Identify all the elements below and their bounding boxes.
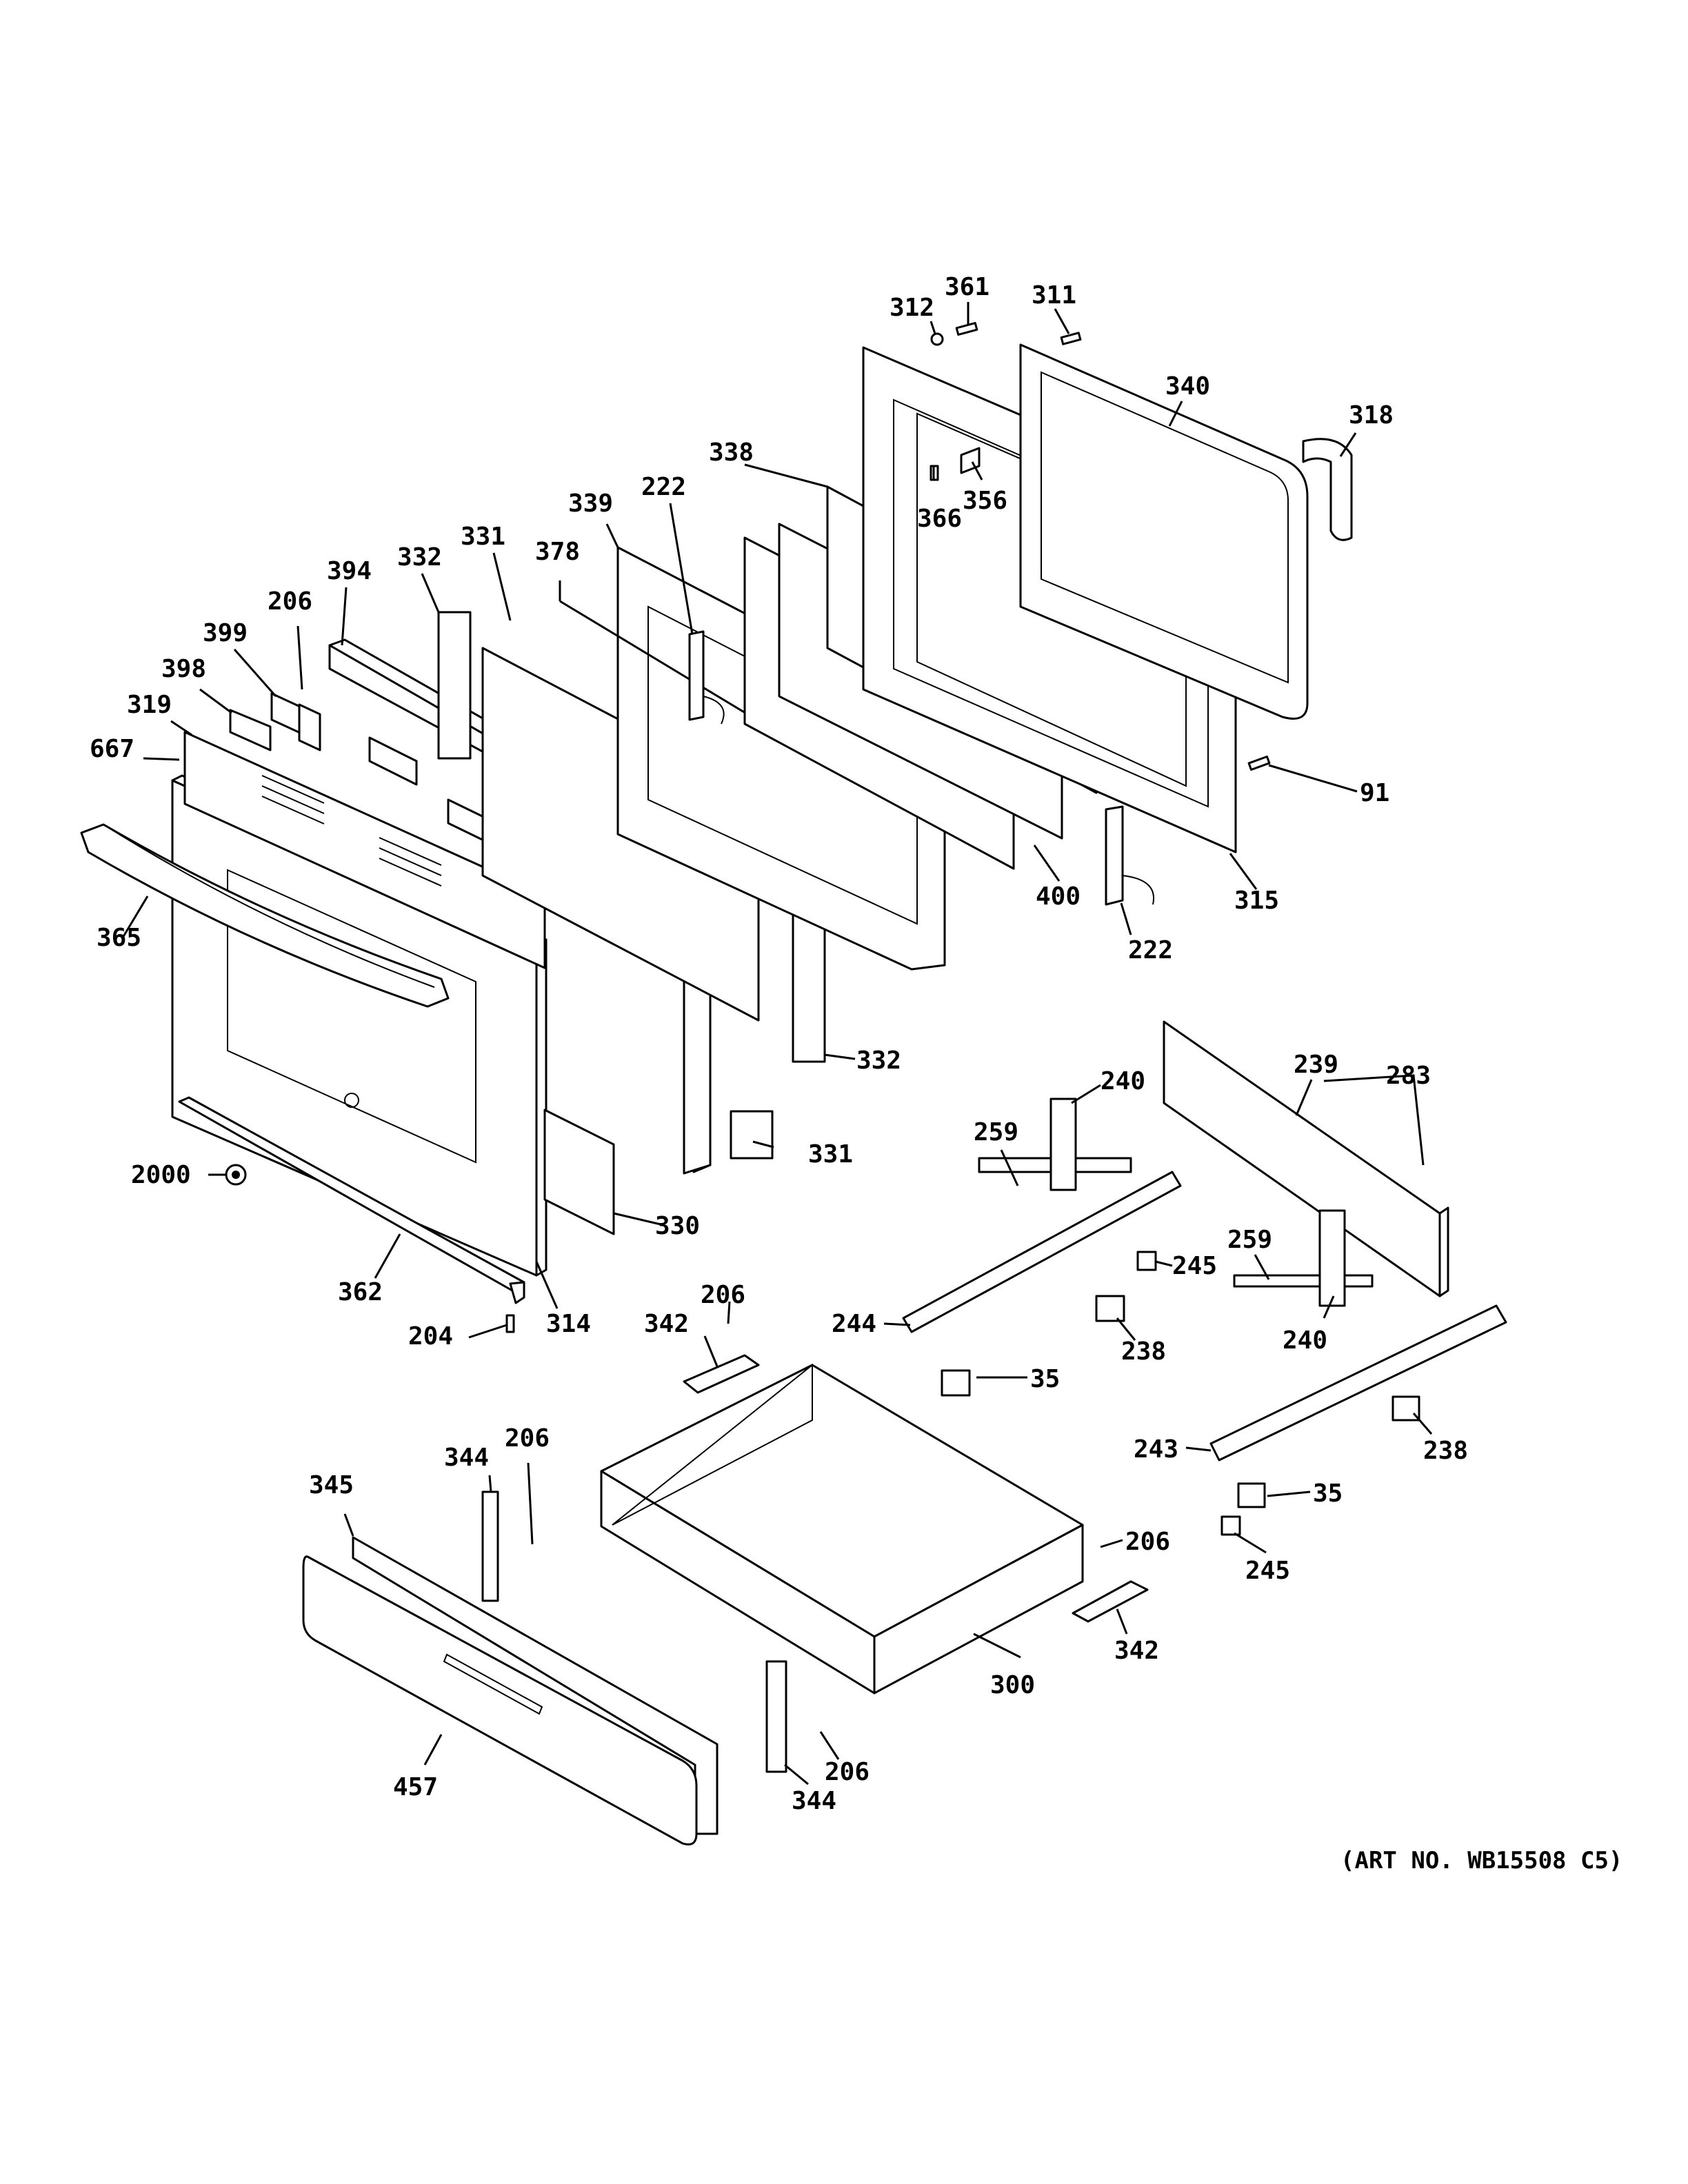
callout-394: 394 [327,557,372,585]
callout-319: 319 [127,691,172,719]
callout-2000: 2000 [131,1161,191,1189]
callout-399: 399 [203,619,248,647]
callout-345: 345 [309,1471,354,1499]
callout-243: 243 [1134,1435,1178,1464]
callout-344-bottom: 344 [792,1787,836,1815]
screw-204 [505,1314,515,1333]
callout-400: 400 [1036,882,1081,911]
door-bottom-trim [178,1096,525,1304]
callout-244: 244 [832,1310,876,1338]
callout-238-top: 238 [1121,1337,1166,1366]
drawer-stops [683,1354,1149,1623]
door-vent-panel [183,731,546,969]
callout-222-bottom: 222 [1128,936,1173,964]
callout-318: 318 [1349,401,1394,429]
callout-206-c: 206 [505,1424,550,1453]
callout-378: 378 [535,538,580,566]
drawer-front-panel [302,1555,698,1846]
callout-398: 398 [161,655,206,683]
callout-206-d: 206 [1125,1528,1170,1556]
callout-222-top: 222 [641,473,686,501]
door-hinge-left [688,630,725,725]
callout-300: 300 [990,1671,1035,1699]
callout-283: 283 [1386,1062,1431,1090]
callout-35-bottom: 35 [1313,1479,1343,1508]
drawer-glides [481,1490,787,1773]
drawer-box [600,1363,1084,1695]
door-gasket [1302,438,1353,541]
callout-240-top: 240 [1101,1067,1145,1095]
leader-lines [121,302,1433,1786]
callout-365: 365 [97,924,141,952]
callout-245-bottom: 245 [1245,1557,1290,1585]
callout-labels: 312 361 311 340 318 338 366 356 339 222 … [90,273,1622,1874]
vent-part [225,1164,247,1186]
callout-342-bottom: 342 [1114,1637,1159,1665]
callout-356: 356 [963,487,1007,515]
callout-311: 311 [1032,281,1076,310]
door-handle [80,823,450,1008]
callout-361: 361 [945,273,989,301]
callout-314: 314 [546,1310,591,1338]
callout-332-top: 332 [397,543,442,572]
leveling-legs [941,1251,1420,1536]
door-seal-frame [1019,343,1309,720]
callout-259-right: 259 [1227,1226,1272,1254]
callout-259-left: 259 [974,1118,1018,1146]
callout-206-e: 206 [825,1758,870,1786]
callout-204: 204 [408,1322,453,1351]
callout-457: 457 [393,1773,438,1801]
art-number: (ART NO. WB15508 C5) [1340,1847,1622,1874]
callout-240-bottom: 240 [1283,1326,1327,1355]
rear-base-panel [1163,1020,1449,1297]
callout-331-top: 331 [461,523,505,551]
callout-330: 330 [655,1212,700,1240]
callout-315: 315 [1234,887,1279,915]
base-brackets [1049,1098,1346,1307]
callout-339: 339 [568,489,613,518]
callout-332-bottom: 332 [856,1046,901,1075]
door-hinge-right [1105,805,1155,906]
door-hardware [930,322,1271,771]
callout-342-top: 342 [644,1310,689,1338]
callout-340: 340 [1165,372,1210,401]
callout-338: 338 [709,438,754,467]
callout-344-top: 344 [444,1444,489,1472]
callout-312: 312 [890,294,934,322]
callout-362: 362 [338,1278,383,1306]
callout-206-a: 206 [268,587,312,616]
callout-91: 91 [1360,779,1389,807]
callout-35-top: 35 [1030,1365,1060,1393]
callout-239: 239 [1294,1051,1338,1079]
callout-206-b: 206 [701,1281,745,1309]
callout-667: 667 [90,735,134,763]
callout-366: 366 [917,505,962,533]
callout-238-bottom: 238 [1423,1437,1468,1465]
callout-331-bottom: 331 [808,1140,853,1169]
callout-245-top: 245 [1172,1252,1217,1280]
